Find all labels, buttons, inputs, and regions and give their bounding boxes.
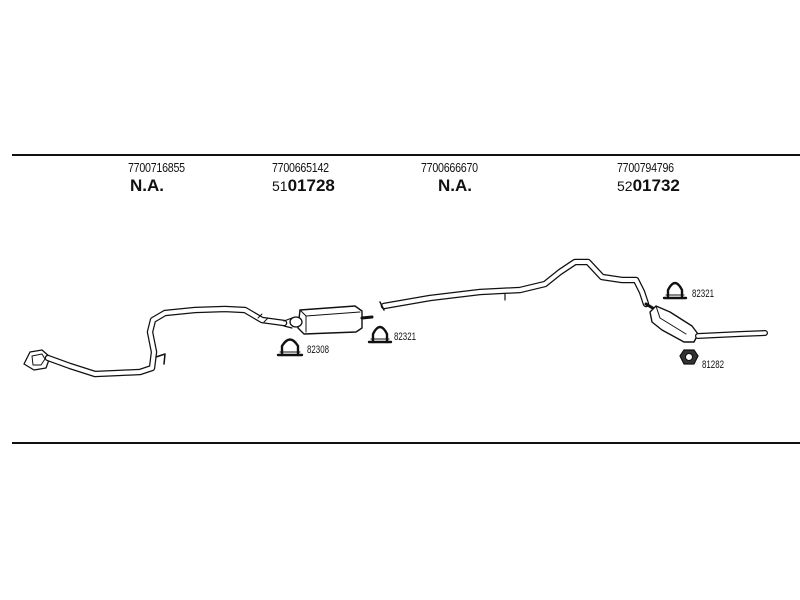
part-number-intermediate-pipe: N.A. (438, 176, 472, 195)
oe-number-rear-silencer: 7700794796 (617, 160, 674, 175)
clamp-82321-rear-icon (662, 281, 688, 300)
part-number-middle-silencer: 5101728 (272, 176, 335, 196)
fitting-code-81282: 81282 (702, 359, 725, 371)
oe-number-intermediate-pipe: 7700666670 (421, 160, 478, 175)
fitting-code-82308: 82308 (307, 344, 330, 356)
part-number-prefix: 52 (617, 178, 633, 194)
rear-silencer (644, 302, 768, 343)
part-number-front-pipe: N.A. (130, 176, 164, 195)
front-pipe (23, 305, 288, 378)
part-number-prefix: 51 (272, 178, 288, 194)
oe-number-middle-silencer: 7700665142 (272, 160, 329, 175)
intermediate-pipe (379, 258, 650, 311)
fitting-code-82321-rear: 82321 (692, 288, 715, 300)
clamp-82308-icon (276, 338, 304, 357)
bottom-rule (12, 442, 800, 444)
oe-number-front-pipe: 7700716855 (128, 160, 185, 175)
part-number-main: 01728 (287, 176, 335, 195)
middle-silencer (283, 305, 374, 335)
clamp-82321-icon (367, 325, 393, 344)
top-rule (12, 154, 800, 156)
fitting-code-82321-middle: 82321 (394, 331, 417, 343)
part-number-main: 01732 (632, 176, 680, 195)
rubber-mount-81282-icon (679, 349, 699, 365)
part-number-rear-silencer: 5201732 (617, 176, 680, 196)
